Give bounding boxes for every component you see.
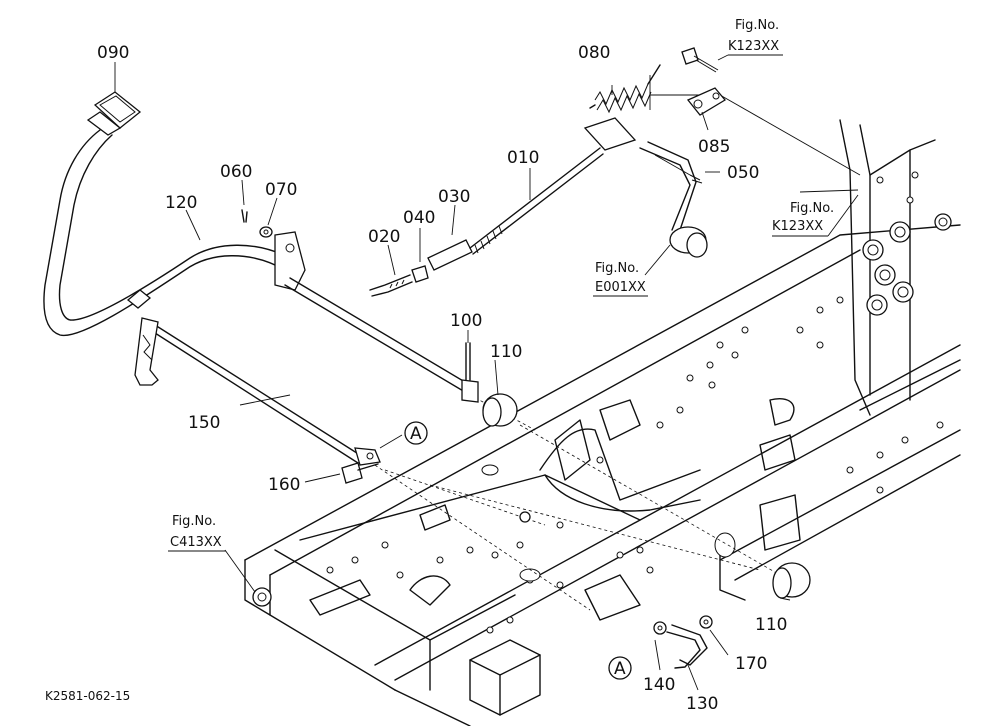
drawing-code: K2581-062-15 xyxy=(45,689,130,703)
figref-c413: Fig.No. C413XX xyxy=(168,514,226,552)
svg-text:Fig.No.: Fig.No. xyxy=(735,18,779,33)
part-150-rod xyxy=(134,317,381,466)
marker-a-upper: A xyxy=(404,421,428,445)
svg-text:K123XX: K123XX xyxy=(728,39,779,54)
part-170-nut xyxy=(699,615,713,629)
part-030-sleeve xyxy=(427,239,473,271)
svg-text:A: A xyxy=(410,424,422,444)
label-130: 130 xyxy=(686,694,718,714)
part-040-nut xyxy=(411,265,429,283)
part-130-link xyxy=(666,624,708,669)
label-110-upper: 110 xyxy=(490,342,522,362)
part-020-rod-end xyxy=(369,274,413,297)
part-120-pedal-arm xyxy=(43,129,306,337)
part-090-pedal-pad xyxy=(86,91,142,136)
label-080: 080 xyxy=(578,43,610,63)
figref-k123-right: Fig.No. K123XX xyxy=(772,194,859,237)
label-170: 170 xyxy=(735,654,767,674)
figref-e001: Fig.No. E001XX xyxy=(593,261,648,297)
pillar-nuts xyxy=(862,213,952,316)
assembly-lines xyxy=(359,75,861,611)
label-010: 010 xyxy=(507,148,539,168)
part-100-pin xyxy=(465,342,471,381)
marker-a-lower: A xyxy=(608,656,632,680)
label-050: 050 xyxy=(727,163,759,183)
label-070: 070 xyxy=(265,180,297,200)
label-030: 030 xyxy=(438,187,470,207)
label-100: 100 xyxy=(450,311,482,331)
svg-text:K123XX: K123XX xyxy=(772,219,823,234)
part-050-pin xyxy=(689,174,703,184)
connecting-rod xyxy=(284,277,479,403)
label-140: 140 xyxy=(643,675,675,695)
svg-text:A: A xyxy=(614,659,626,679)
label-110-lower: 110 xyxy=(755,615,787,635)
part-160-bolt xyxy=(341,462,379,484)
svg-text:Fig.No.: Fig.No. xyxy=(172,514,216,529)
part-060-clip xyxy=(241,209,248,223)
leader-lines xyxy=(114,62,859,691)
svg-text:Fig.No.: Fig.No. xyxy=(595,261,639,276)
label-120: 120 xyxy=(165,193,197,213)
svg-text:Fig.No.: Fig.No. xyxy=(790,201,834,216)
lever-arm xyxy=(639,141,708,258)
part-140-bolt xyxy=(653,621,667,635)
svg-text:E001XX: E001XX xyxy=(595,280,646,295)
label-085: 085 xyxy=(698,137,730,157)
figref-k123-top: Fig.No. K123XX xyxy=(717,18,783,61)
part-085-bracket xyxy=(686,87,726,116)
label-150: 150 xyxy=(188,413,220,433)
part-070-washer xyxy=(259,226,273,238)
label-160: 160 xyxy=(268,475,300,495)
svg-text:C413XX: C413XX xyxy=(170,535,222,550)
label-090: 090 xyxy=(97,43,129,63)
label-060: 060 xyxy=(220,162,252,182)
part-010-threaded-rod xyxy=(469,117,637,255)
part-110-bushing-upper xyxy=(482,393,518,427)
part-110-bushing-lower xyxy=(772,562,811,599)
label-040: 040 xyxy=(403,208,435,228)
part-080-spring xyxy=(589,64,661,114)
upper-bolt xyxy=(681,47,719,73)
chassis-frame xyxy=(244,119,961,726)
rail-holes xyxy=(326,171,944,634)
frame-end-bushing xyxy=(252,511,531,607)
part-labels: 090 120 060 070 020 040 030 010 080 085 … xyxy=(97,43,787,714)
label-020: 020 xyxy=(368,227,400,247)
